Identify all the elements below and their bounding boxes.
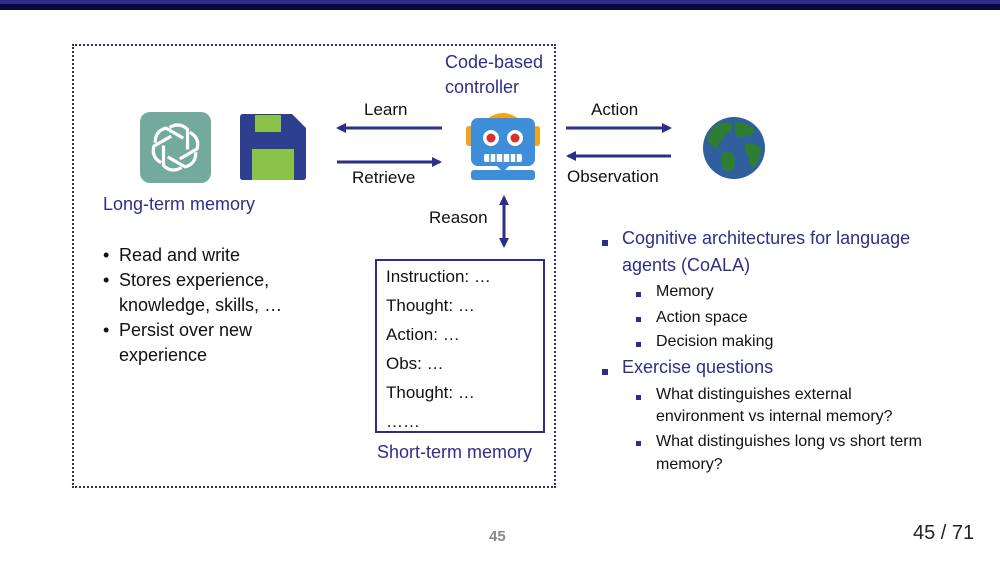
ltm-bullet-persist: Persist over new experience: [103, 318, 282, 368]
long-term-memory-title: Long-term memory: [103, 194, 256, 214]
stm-line: Obs: …: [386, 354, 444, 373]
sub-bullet-square: [636, 441, 641, 446]
agent-boundary-box: [72, 44, 556, 488]
stm-line: ……: [386, 412, 420, 431]
top-bar-accent: [0, 0, 1000, 4]
floppy-disk-icon: [240, 114, 306, 180]
sub-bullet-square: [636, 292, 641, 297]
retrieve-label: Retrieve: [352, 168, 416, 187]
ltm-bullet-read-write: Read and write: [103, 243, 282, 268]
learn-label: Learn: [364, 100, 408, 119]
short-term-memory-title: Short-term memory: [377, 442, 533, 462]
reason-label: Reason: [429, 208, 488, 227]
stm-line: Thought: …: [386, 383, 475, 402]
question-1-line1: What distinguishes external: [656, 386, 852, 403]
sub-bullet-square: [636, 342, 641, 347]
page-counter: 45 / 71: [913, 522, 975, 544]
stm-line: Action: …: [386, 325, 460, 344]
ltm-bullet-stores: Stores experience, knowledge, skills, …: [103, 268, 282, 318]
bullet-square: [602, 240, 608, 246]
question-1-line2: environment vs internal memory?: [656, 408, 893, 425]
coala-sub-memory: Memory: [656, 283, 714, 300]
action-label: Action: [591, 100, 639, 119]
top-bar-dark: [0, 4, 1000, 10]
question-2-line2: memory?: [656, 456, 723, 473]
coala-sub-action-space: Action space: [656, 309, 748, 326]
coala-title-line1: Cognitive architectures for language: [622, 228, 911, 248]
coala-title-line2: agents (CoALA): [622, 255, 751, 275]
observation-label: Observation: [567, 167, 659, 186]
coala-sub-decision-making: Decision making: [656, 333, 774, 350]
question-2-line1: What distinguishes long vs short term: [656, 433, 922, 450]
controller-label-line1: Code-based: [445, 52, 544, 72]
robot-icon: [466, 113, 540, 180]
short-term-memory-box: Instruction: … Thought: … Action: … Obs:…: [375, 259, 545, 433]
exercise-title: Exercise questions: [622, 357, 774, 377]
controller-label-line2: controller: [445, 77, 520, 97]
stm-line: Thought: …: [386, 296, 475, 315]
long-term-memory-list: Read and write Stores experience, knowle…: [103, 243, 282, 368]
sub-bullet-square: [636, 317, 641, 322]
stm-line: Instruction: …: [386, 267, 491, 286]
bullet-square: [602, 369, 608, 375]
slide-number: 45: [489, 528, 506, 545]
openai-logo-icon: [140, 112, 211, 183]
sub-bullet-square: [636, 395, 641, 400]
top-bar: [0, 0, 1000, 10]
globe-icon: [703, 117, 765, 179]
